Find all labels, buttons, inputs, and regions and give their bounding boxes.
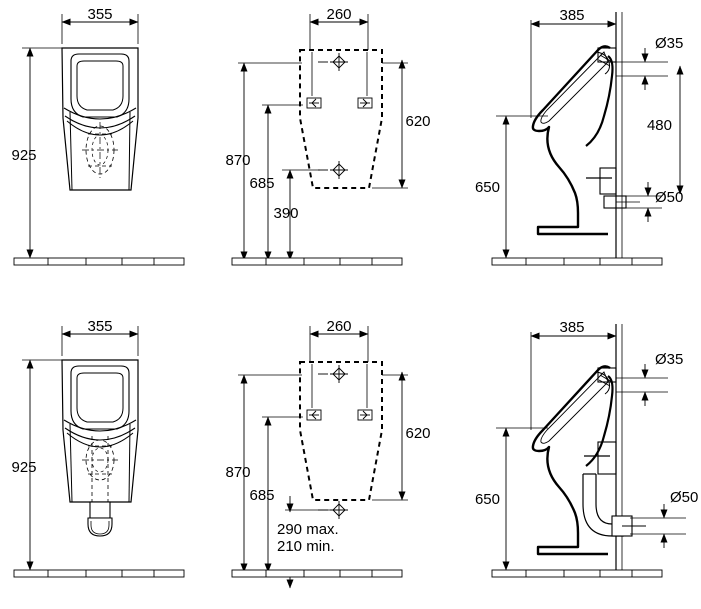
urinal-outline-dashed: [299, 49, 383, 189]
dimension-label-210min: 210 min.: [277, 538, 335, 555]
dimension-label-620-top: 620: [405, 113, 430, 130]
urinal-back-profile: [585, 55, 614, 147]
dimension-label-290max: 290 max.: [277, 521, 339, 538]
bowl-rim-inner: [76, 60, 124, 111]
drain-pipe: [89, 501, 111, 519]
waste-outlet-fitting: [599, 167, 617, 195]
bracket-symbol-left-bottom: [306, 409, 322, 421]
dimension-label-d35-top: Ø35: [655, 35, 683, 52]
dimension-label-d35-bottom: Ø35: [655, 351, 683, 368]
dimension-label-355-top: 355: [87, 6, 112, 23]
dimension-label-260-bottom: 260: [326, 318, 351, 335]
water-inlet-fitting: [597, 47, 617, 63]
dimension-label-870-bottom: 870: [225, 464, 250, 481]
bowl-lower-edge-1: [63, 107, 137, 120]
dimension-label-925-top: 925: [11, 147, 36, 164]
dimension-label-385-top: 385: [559, 7, 584, 24]
dimension-label-385-bottom: 385: [559, 319, 584, 336]
dimension-label-650-bottom: 650: [475, 491, 500, 508]
floor-band-top-left: [13, 257, 185, 266]
view-mounting-plan-with-trap: 260 620 870 685 290 max. 210 min.: [225, 318, 431, 589]
dimension-label-260-top: 260: [326, 6, 351, 23]
bowl-rim-inner-bottom: [76, 372, 124, 423]
water-inlet-fitting-bottom: [597, 367, 617, 383]
view-front-elevation-with-trap: 355 925: [11, 318, 185, 578]
floor-band-top-right: [491, 257, 663, 266]
bracket-symbol-left: [306, 97, 322, 109]
floor-band-top-middle: [231, 257, 403, 266]
urinal-outline-dashed-bottom: [299, 361, 383, 501]
dimension-label-620-bottom: 620: [405, 425, 430, 442]
dimension-label-650-top: 650: [475, 179, 500, 196]
view-mounting-plan-without-trap: 260 620 870 685 390: [225, 6, 431, 266]
dimension-label-685-top: 685: [249, 175, 274, 192]
urinal-side-outline-bottom: [531, 365, 611, 556]
view-side-section-with-trap: 385 Ø35 Ø50 650: [475, 319, 698, 578]
floor-band-bottom-right: [491, 569, 663, 578]
floor-band-bottom-middle: [231, 569, 403, 578]
dimension-label-480-top: 480: [647, 117, 672, 134]
urinal-side-outline: [531, 45, 611, 236]
waste-outlet-fitting-bottom: [597, 441, 617, 475]
dimension-label-d50-bottom: Ø50: [670, 489, 698, 506]
urinal-bowl-inner-face: [540, 51, 609, 124]
dimension-label-d50-top: Ø50: [655, 189, 683, 206]
dimension-label-925-bottom: 925: [11, 459, 36, 476]
dimension-label-685-bottom: 685: [249, 487, 274, 504]
dimension-label-355-bottom: 355: [87, 318, 112, 335]
urinal-back-profile-bottom: [585, 375, 614, 467]
view-front-elevation-without-trap: 355 925: [11, 6, 185, 266]
dimension-label-870-top: 870: [225, 152, 250, 169]
trap-bowl: [87, 517, 113, 537]
urinal-bowl-inner-face-bottom: [540, 371, 609, 444]
dimension-label-390-top: 390: [273, 205, 298, 222]
view-side-section-without-trap: 385 Ø35 480 Ø50 650: [475, 7, 684, 266]
bracket-symbol-right: [357, 97, 373, 109]
bracket-symbol-right-bottom: [357, 409, 373, 421]
floor-band-bottom-left: [13, 569, 185, 578]
